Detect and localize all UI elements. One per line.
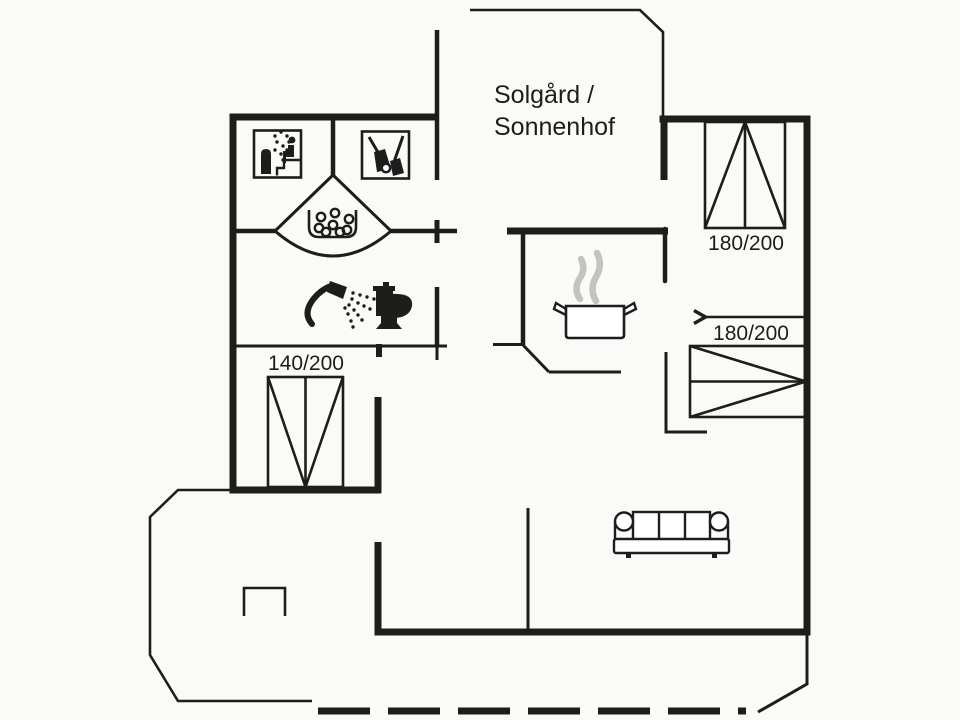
wall-corner-left-diagonal — [273, 173, 335, 233]
whirlpool-tub — [307, 210, 358, 239]
whirlpool-arc — [274, 229, 392, 258]
terrace-bottom-left-edge — [148, 488, 312, 703]
bed-fold-bottom — [689, 380, 807, 419]
bed-middle-right: 180/200 — [688, 322, 808, 419]
terrace-bottom-right-edge — [757, 635, 809, 714]
sofa-foot-right — [712, 553, 717, 558]
bed-fold-top — [689, 344, 807, 383]
wall-kitchen-diagonal — [521, 343, 551, 374]
shower-spray-dots — [343, 291, 376, 329]
cleaning-icon — [360, 130, 411, 180]
bed-top-right: 180/200 — [703, 120, 787, 255]
bed-fold-right — [743, 121, 787, 229]
vacuum-wheel — [380, 162, 392, 174]
pot-handle-right — [622, 301, 638, 317]
bed-fold-right — [304, 376, 345, 488]
whirlpool-icon — [274, 207, 392, 258]
arrow-head — [693, 309, 709, 325]
bed-size-label: 180/200 — [708, 232, 784, 255]
shower-icon — [304, 281, 376, 329]
whirlpool-bubbles — [313, 207, 355, 238]
toilet-tank — [376, 288, 393, 316]
terrace-step-icon — [242, 586, 287, 616]
steam-wisp-left — [573, 255, 587, 303]
sauna-person-head — [288, 136, 296, 144]
plan-title-line1: Solgård / — [494, 81, 594, 109]
cleaning-icon-frame — [360, 130, 411, 180]
sauna-bench — [275, 158, 301, 176]
shower-hose — [304, 283, 334, 327]
terrace-outline — [148, 8, 809, 715]
bed-bottom-left: 140/200 — [266, 352, 345, 489]
broom-handle — [392, 135, 405, 163]
bed-fold-left — [266, 376, 307, 488]
toilet-bowl — [392, 293, 413, 318]
sofa-arm-right — [708, 511, 730, 532]
plan-title: Solgård / Sonnenhof — [494, 81, 615, 141]
sauna-icon — [252, 129, 303, 179]
bed-fold-left — [703, 121, 747, 229]
wall-corner-right-diagonal — [331, 173, 393, 233]
sauna-stove — [261, 149, 271, 174]
toilet-button — [383, 282, 389, 287]
steam-wisp-right — [589, 249, 603, 305]
toilet-base — [376, 314, 402, 329]
sofa-back-cushions — [631, 510, 712, 542]
sofa-icon — [612, 510, 731, 558]
bed-size-label: 180/200 — [713, 322, 789, 345]
outer-walls — [229, 113, 811, 636]
bed-size-label: 140/200 — [268, 352, 344, 375]
entrance-arrow-icon — [693, 309, 709, 325]
interior-walls — [231, 30, 806, 632]
cooking-pot-icon — [552, 249, 638, 340]
terrace-top-edge — [470, 8, 665, 117]
sofa-arm-left — [613, 511, 635, 532]
sofa-base — [612, 537, 731, 555]
shower-head — [327, 281, 347, 299]
sauna-person-body — [283, 145, 294, 163]
pot-body — [564, 304, 626, 340]
sauna-icon-frame — [252, 129, 303, 179]
toilet-icon — [373, 282, 413, 329]
plan-title-line2: Sonnenhof — [494, 113, 615, 141]
pot-handle-left — [552, 301, 568, 317]
sofa-foot-left — [626, 553, 631, 558]
broom-head — [390, 158, 404, 176]
